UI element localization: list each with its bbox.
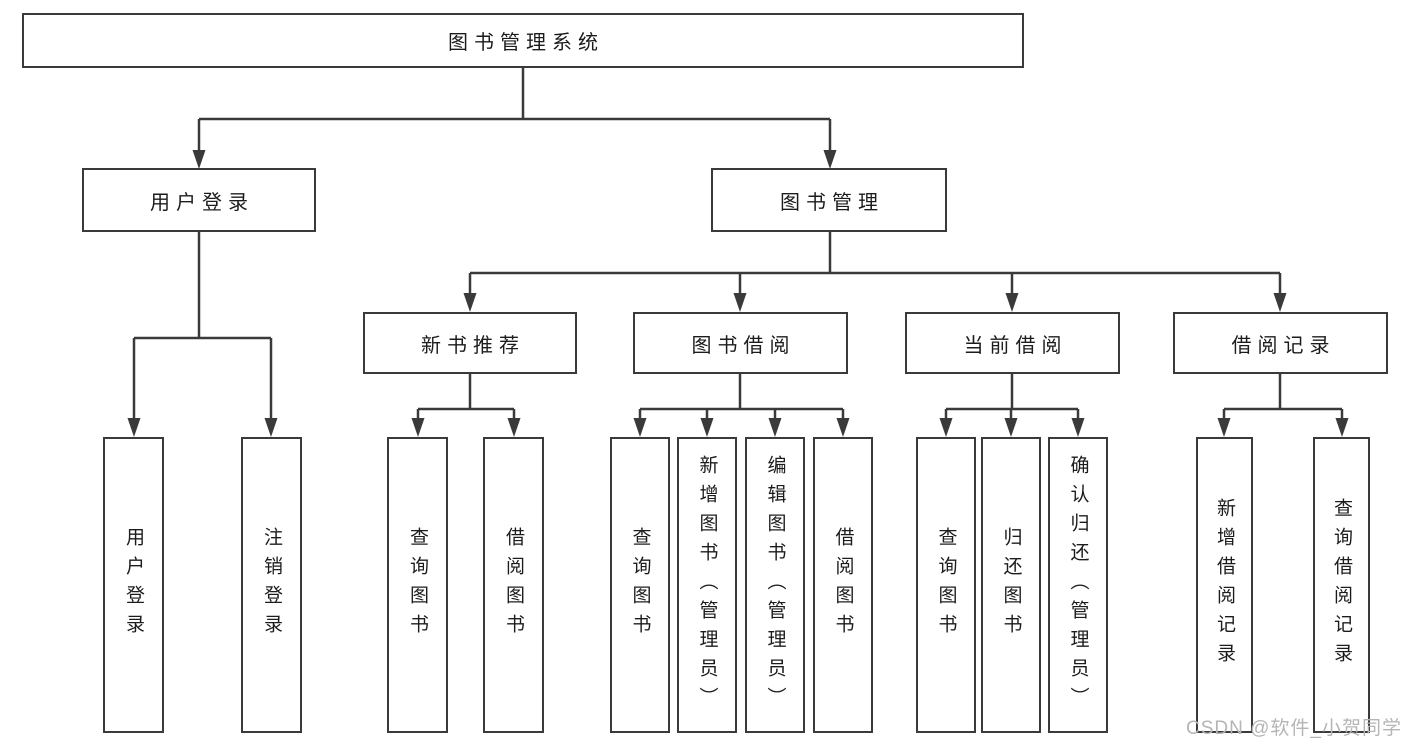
leaf-current-confirm-return-admin: 确认归还（管理员） [1048, 437, 1108, 733]
leaf-current-return-books: 归还图书 [981, 437, 1041, 733]
leaf-borrow-edit-books-admin: 编辑图书（管理员） [745, 437, 805, 733]
leaf-newbook-borrow-books: 借阅图书 [483, 437, 544, 733]
leaf-borrow-query-books: 查询图书 [610, 437, 670, 733]
watermark: CSDN @软件_小贺同学 [1186, 718, 1402, 739]
leaf-current-confirm-return-admin-label: 确认归还（管理员） [1067, 454, 1089, 716]
leaf-user-login-label: 用户登录 [123, 527, 144, 643]
node-book-borrow: 图书借阅 [633, 312, 848, 374]
node-book-management: 图书管理 [711, 168, 947, 232]
node-borrow-records-label: 借阅记录 [1231, 334, 1336, 357]
leaf-borrow-query-books-label: 查询图书 [629, 527, 651, 643]
leaf-borrow-add-books-admin-label: 新增图书（管理员） [696, 454, 718, 716]
leaf-borrow-edit-books-admin-label: 编辑图书（管理员） [764, 454, 786, 716]
arrowheads [127, 150, 1349, 437]
leaf-logout: 注销登录 [241, 437, 302, 733]
leaf-records-add-record-label: 新增借阅记录 [1214, 498, 1235, 672]
node-root: 图书管理系统 [22, 13, 1024, 68]
node-root-label: 图书管理系统 [448, 32, 604, 54]
node-user-login-label: 用户登录 [150, 191, 254, 214]
node-user-login: 用户登录 [82, 168, 316, 232]
node-current-borrow-label: 当前借阅 [963, 334, 1068, 357]
leaf-records-add-record: 新增借阅记录 [1196, 437, 1253, 733]
node-new-book-recommend-label: 新书推荐 [421, 334, 525, 357]
node-book-borrow-label: 图书借阅 [691, 334, 796, 357]
leaf-newbook-query-books-label: 查询图书 [407, 527, 428, 643]
leaf-borrow-borrow-books-label: 借阅图书 [832, 527, 854, 643]
leaf-newbook-borrow-books-label: 借阅图书 [503, 527, 524, 643]
node-new-book-recommend: 新书推荐 [363, 312, 577, 374]
leaf-current-return-books-label: 归还图书 [1000, 527, 1022, 643]
leaf-current-query-books-label: 查询图书 [935, 527, 957, 643]
leaf-newbook-query-books: 查询图书 [387, 437, 448, 733]
node-borrow-records: 借阅记录 [1173, 312, 1388, 374]
leaf-records-query-record-label: 查询借阅记录 [1331, 498, 1352, 672]
leaf-records-query-record: 查询借阅记录 [1313, 437, 1370, 733]
leaf-borrow-add-books-admin: 新增图书（管理员） [677, 437, 737, 733]
node-book-management-label: 图书管理 [780, 191, 884, 214]
leaf-current-query-books: 查询图书 [916, 437, 976, 733]
leaf-logout-label: 注销登录 [261, 527, 282, 643]
leaf-borrow-borrow-books: 借阅图书 [813, 437, 873, 733]
leaf-user-login: 用户登录 [103, 437, 164, 733]
node-current-borrow: 当前借阅 [905, 312, 1120, 374]
